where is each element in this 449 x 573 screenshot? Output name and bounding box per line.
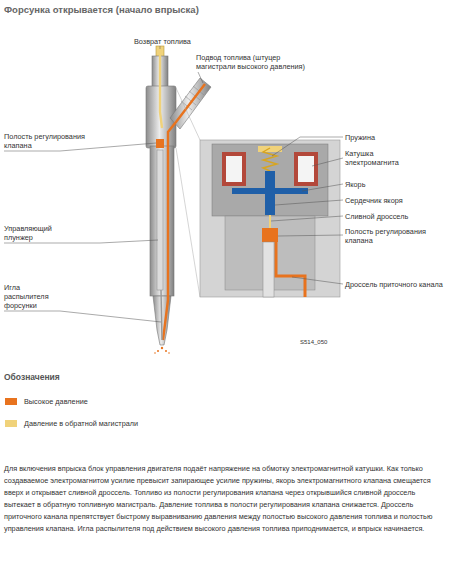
part-label: Сердечник якоря [345,196,445,205]
magnet-housing [212,144,328,216]
part-label: Возврат топлива [134,37,214,46]
part-label: Подвод топлива (штуцер магистрали высоко… [196,53,314,71]
leader-line [271,216,343,221]
leader-line [278,235,343,236]
leader-lines [4,46,203,322]
part-label: Пружина [345,133,445,142]
valve-chamber [262,228,278,242]
leader-line [160,46,161,49]
legend-heading: Обозначения [4,373,124,382]
leader-line [302,184,343,191]
part-label: Полость регулирования клапана [345,227,445,245]
leader-line [4,311,161,322]
part-label: Управляющий плунжер [4,224,64,242]
inset-frame [200,140,340,297]
return-space [258,146,282,152]
part-label: Якорь [345,180,445,189]
coil-winding [226,156,242,182]
coil [222,152,246,186]
spray [154,347,170,354]
caption-text: Для включения впрыска блок управления дв… [4,463,445,535]
inset-detail [200,140,340,297]
zoom-lines [176,88,200,297]
return-channel [160,50,162,128]
legend-text: Давление в обратной магистрали [24,419,224,428]
part-label: Игла распылителя форсунки [4,283,54,310]
high-pressure-channel [163,84,205,340]
leader-line [272,137,343,156]
diagram-title: Форсунка открывается (начало впрыска) [4,4,199,15]
figure-code: S514_050 [300,338,360,347]
coil-winding [298,156,314,182]
legend-text: Высокое давление [24,397,224,406]
control-plunger [157,150,163,290]
armature [232,188,308,194]
legend-swatch [5,398,17,405]
inlet-throttle-channel [276,242,305,297]
control-chamber [156,139,164,148]
leader-line [312,158,343,166]
leader-line [198,72,203,83]
leader-line [275,200,343,205]
part-label: Дроссель приточного канала [345,280,445,289]
spring [263,148,277,171]
part-label: Полость регулирования клапана [4,132,94,150]
leader-line [292,277,343,284]
drain-throttle [269,215,271,228]
leader-lines [271,137,343,284]
part-label: Сливной дроссель [345,212,445,221]
plunger-detail [263,242,274,297]
part-label: Катушка электромагнита [345,149,420,167]
coil [294,152,318,186]
needle [161,290,162,340]
legend-swatch [5,420,17,427]
injector-shaft [150,146,174,296]
